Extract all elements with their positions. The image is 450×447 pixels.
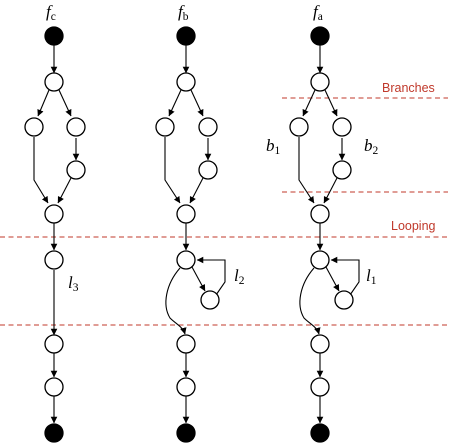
entry-node: [176, 26, 196, 46]
column-title-fb-name: f: [178, 2, 185, 21]
node: [44, 334, 64, 354]
entry-node: [44, 26, 64, 46]
label-l2-sub: 2: [239, 275, 245, 287]
entry-node: [310, 26, 330, 46]
column-title-fc: fc: [46, 2, 56, 23]
node: [24, 117, 44, 137]
node: [66, 117, 86, 137]
column-title-fb: fb: [178, 2, 189, 23]
label-l2-name: l: [234, 266, 239, 285]
edge: [298, 137, 315, 204]
node: [44, 72, 64, 92]
edge: [324, 89, 338, 117]
node: [198, 117, 218, 137]
column-title-fa: fa: [313, 2, 323, 23]
label-b2-sub: 2: [373, 145, 379, 157]
node: [155, 117, 175, 137]
edge: [58, 89, 72, 117]
node: [66, 160, 86, 180]
exit-node: [176, 423, 196, 443]
exit-node: [44, 423, 64, 443]
node: [176, 204, 196, 224]
edge: [37, 89, 50, 117]
node: [176, 334, 196, 354]
node: [200, 290, 220, 310]
node: [44, 204, 64, 224]
label-l3-name: l: [68, 273, 73, 292]
label-l3: l3: [68, 273, 79, 294]
graph-fc: l3: [24, 26, 86, 443]
edge: [299, 267, 321, 335]
node: [332, 117, 352, 137]
exit-node: [310, 423, 330, 443]
node: [176, 250, 196, 270]
label-b2-name: b: [364, 136, 373, 155]
label-l1-sub: 1: [371, 275, 377, 287]
edge: [165, 267, 187, 335]
label-l1-name: l: [366, 266, 371, 285]
node: [289, 117, 309, 137]
node: [310, 334, 330, 354]
edge: [57, 177, 72, 204]
node: [332, 160, 352, 180]
column-title-fc-name: f: [46, 2, 53, 21]
label-l1: l1: [366, 266, 377, 287]
node: [44, 377, 64, 397]
node: [198, 160, 218, 180]
edge: [164, 137, 181, 204]
node: [334, 290, 354, 310]
edge: [190, 89, 204, 117]
edge: [168, 89, 182, 117]
node: [176, 377, 196, 397]
label-l2: l2: [234, 266, 245, 287]
label-b1: b1: [266, 136, 281, 157]
graph-fa: b1 b2 l1: [266, 26, 379, 443]
column-title-fa-name: f: [313, 2, 320, 21]
label-b1-sub: 1: [275, 145, 281, 157]
node: [310, 72, 330, 92]
region-label-branches: Branches: [382, 81, 435, 95]
edge: [325, 266, 340, 292]
column-title-fb-sub: b: [183, 11, 189, 23]
node: [310, 204, 330, 224]
edge: [302, 89, 316, 117]
edge: [323, 177, 338, 204]
column-title-fa-sub: a: [318, 11, 323, 23]
edge: [189, 177, 204, 204]
region-label-looping: Looping: [391, 219, 436, 233]
column-title-fc-sub: c: [51, 11, 56, 23]
edge: [33, 137, 49, 204]
node: [310, 250, 330, 270]
label-b1-name: b: [266, 136, 275, 155]
label-l3-sub: 3: [73, 282, 79, 294]
edge: [196, 256, 226, 296]
label-b2: b2: [364, 136, 379, 157]
edge: [330, 256, 360, 296]
node: [176, 72, 196, 92]
graph-fb: l2: [155, 26, 245, 443]
node: [44, 250, 64, 270]
node: [310, 377, 330, 397]
edge: [191, 266, 206, 292]
